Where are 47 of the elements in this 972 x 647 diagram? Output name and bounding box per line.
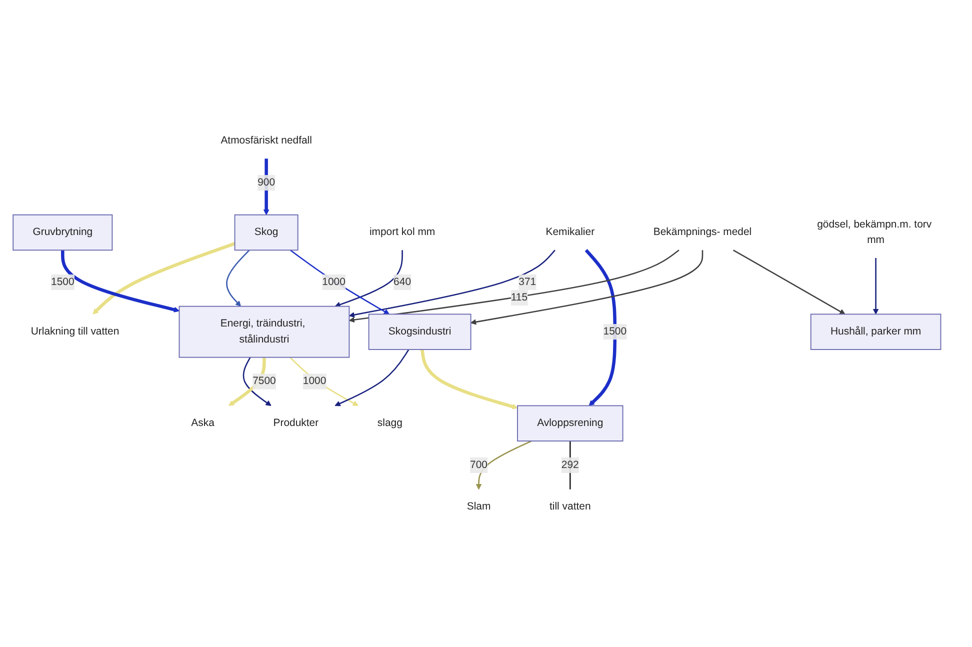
node-text: Atmosfäriskt nedfall <box>220 134 312 146</box>
node-text: till vatten <box>550 500 591 512</box>
arrow <box>348 249 680 322</box>
node-text: Slam <box>466 500 491 512</box>
node-text: slagg <box>377 416 402 428</box>
arrow <box>732 249 846 314</box>
edge-label: 1000 <box>322 276 346 287</box>
edge-label: 900 <box>258 176 276 188</box>
arrow <box>334 250 403 307</box>
arrow <box>334 348 410 406</box>
arrow <box>584 248 617 406</box>
arrow <box>92 242 236 314</box>
arrow <box>290 249 390 314</box>
edge-label: 292 <box>561 458 579 470</box>
edge-label: 640 <box>394 276 412 287</box>
edge-label: 7500 <box>252 375 276 386</box>
node-box: Skogsindustri <box>368 313 472 350</box>
edge-label: 371 <box>518 276 536 287</box>
node-text: Bekämpnings- medel <box>653 226 752 238</box>
node-text: Urlakning till vatten <box>30 325 120 337</box>
arrow <box>348 249 556 318</box>
edge-label: 1500 <box>51 276 74 287</box>
arrow <box>263 158 270 215</box>
arrow <box>228 356 266 406</box>
node-box: Skog <box>234 214 298 250</box>
edge-label: 115 <box>510 291 528 303</box>
arrow <box>290 356 358 406</box>
node-box: Energi, träindustri, stålindustri <box>178 305 350 358</box>
arrow <box>476 440 532 490</box>
node-text: Kemikalier <box>546 226 595 238</box>
arrow <box>420 348 518 409</box>
node-box: Gruvbrytning <box>12 214 113 250</box>
arrow <box>226 249 250 306</box>
edge-label: 1500 <box>603 325 627 337</box>
node-text: import kol mm <box>369 226 436 238</box>
arrow <box>872 257 879 314</box>
node-text: Aska <box>191 416 214 428</box>
node-box: Hushåll, parker mm <box>810 313 942 350</box>
node-text: Produkter <box>273 416 319 428</box>
arrow <box>470 250 704 324</box>
arrow <box>61 250 180 312</box>
node-text: gödsel, bekämpn.m. torv mm <box>817 218 932 246</box>
node-box: Avloppsrening <box>517 404 624 441</box>
arrow <box>242 356 272 406</box>
connector <box>569 440 571 489</box>
edge-label: 700 <box>470 458 488 470</box>
edge-label: 1000 <box>302 375 326 386</box>
